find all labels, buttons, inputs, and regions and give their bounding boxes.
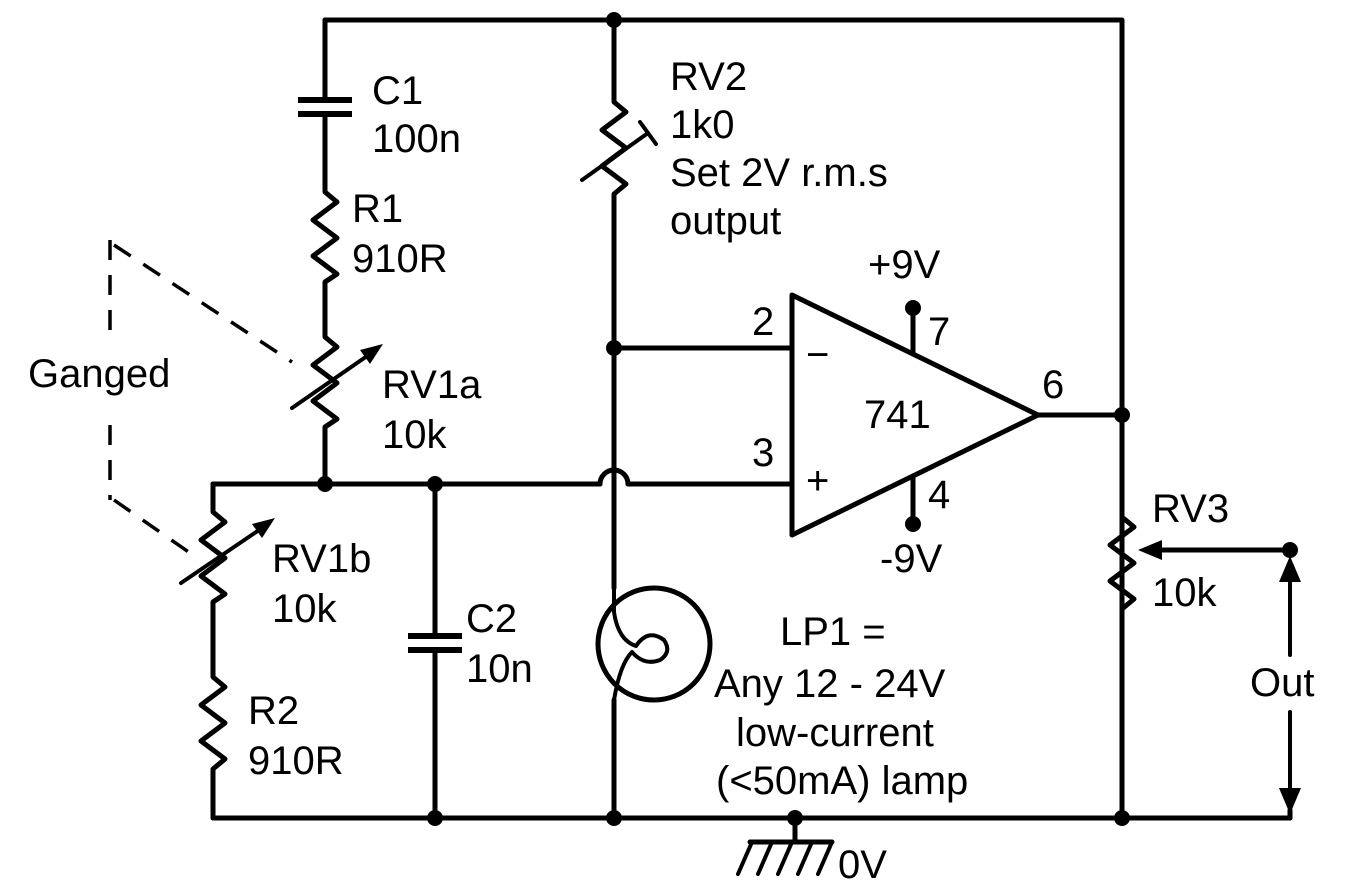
lamp-line-2: Any 12 - 24V [714,662,946,706]
r2-ref: R2 [248,689,299,733]
resistor-r1 [310,177,340,293]
rv3-ref: RV3 [1152,487,1229,531]
junction-dot [317,476,333,492]
r2-value: 910R [248,739,344,783]
opamp-part-label: 741 [864,393,931,437]
pin-7-label: 7 [928,310,950,354]
pin-4-label: 4 [928,473,950,517]
resistor-rv1b [179,497,275,613]
junction-dot [427,810,443,826]
rv1a-ref: RV1a [382,363,482,407]
minus-sign: − [806,333,829,377]
junction-dot [606,340,622,356]
r1-ref: R1 [352,187,403,231]
out-label: Out [1250,661,1314,705]
ground-symbol [736,840,834,876]
rv1b-value: 10k [272,587,337,631]
junction-dots [317,12,1298,826]
junction-dot [606,12,622,28]
c1-value: 100n [372,117,461,161]
lamp-line-4: (<50mA) lamp [716,759,968,803]
rv2-note-1: Set 2V r.m.s [670,151,888,195]
terminal-dot [905,300,921,316]
resistor-rv3 [1107,502,1162,623]
labels: C1 100n R1 910R RV1a 10k Ganged RV1b 10k… [28,55,1314,887]
r1-value: 910R [352,237,448,281]
output-arrows [1279,556,1301,814]
vneg-label: -9V [880,537,943,581]
ground-label: 0V [838,843,887,887]
opamp-741 [789,292,1041,538]
c2-value: 10n [466,647,533,691]
pin-2-label: 2 [752,300,774,344]
c2-ref: C2 [466,597,517,641]
lamp-lp1 [595,585,713,703]
rv3-value: 10k [1152,571,1217,615]
capacitor-c1 [298,97,352,117]
pin-6-label: 6 [1042,363,1064,407]
pin-3-label: 3 [752,431,774,475]
junction-dot [427,476,443,492]
rv2-value: 1k0 [670,103,735,147]
junction-dot [1114,810,1130,826]
resistor-rv1a [290,322,383,438]
terminal-dot [1282,542,1298,558]
vpos-label: +9V [868,243,941,287]
junction-dot [787,810,803,826]
junction-dot [606,810,622,826]
c1-ref: C1 [372,69,423,113]
rv1b-ref: RV1b [272,537,371,581]
junction-dot [1114,407,1130,423]
rv2-ref: RV2 [670,55,747,99]
rv1a-value: 10k [382,413,447,457]
ganged-linkage [108,240,293,562]
terminal-dot [905,516,921,532]
ganged-label: Ganged [28,352,170,396]
capacitor-c2 [408,633,462,653]
plus-sign: + [806,459,829,503]
lamp-line-3: low-current [736,711,934,755]
lamp-line-1: LP1 = [780,610,886,654]
resistor-rv2 [580,87,658,213]
rv2-note-2: output [670,199,781,243]
resistor-r2 [198,662,228,788]
